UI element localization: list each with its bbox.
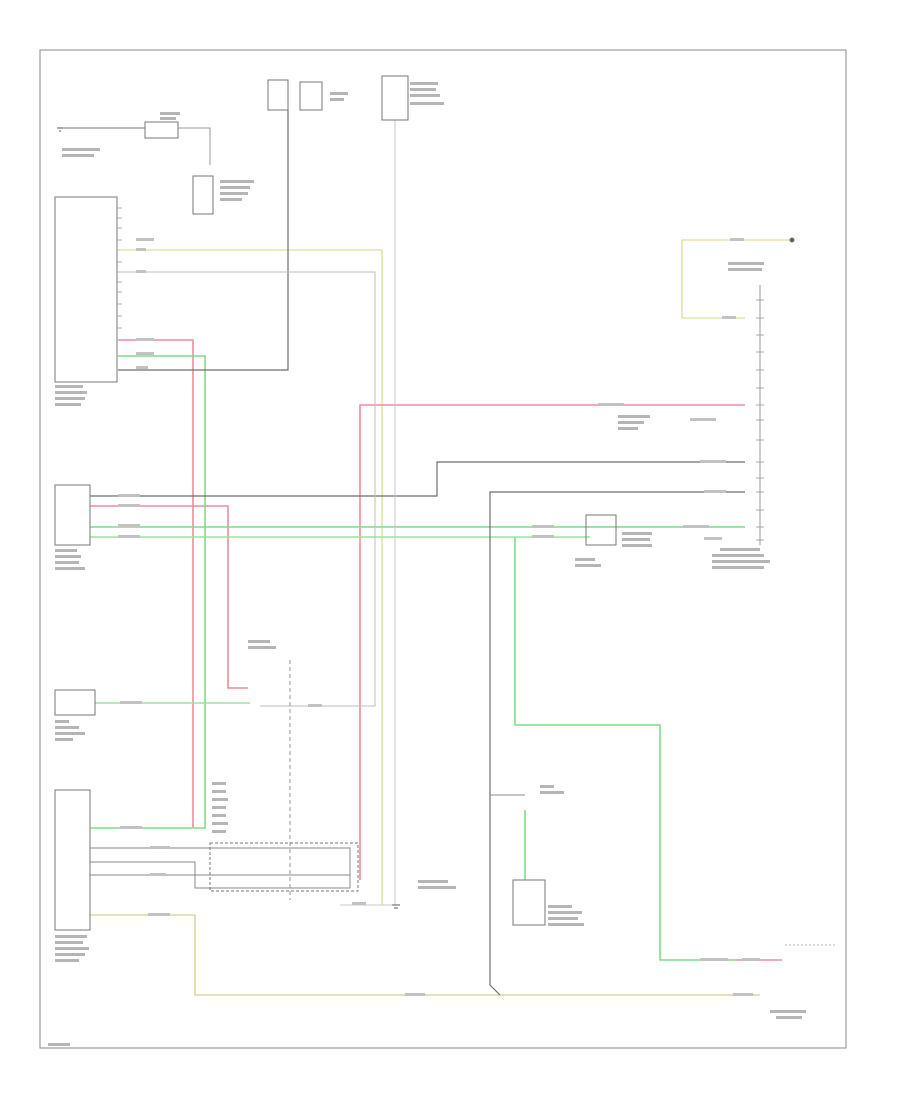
dlc-box [585,514,617,546]
wire-black-pnp-top [90,461,745,497]
tcc-switch-box [192,175,214,215]
diagram-frame [39,49,847,1049]
wire-black-ecm-mid [90,847,351,889]
wire-gray-tcc [178,127,211,165]
cruise-module-box [209,842,359,892]
wire-black-right-mid [489,491,745,996]
wire-gray-ecm-top2 [118,271,376,707]
wire-yellow-right-loop [681,239,790,319]
ground-icon [392,904,400,909]
wire-green-right [514,537,735,961]
wire-yellow-bottom [194,915,760,996]
wire-pink-top-cross [359,404,745,880]
throttle-sensor-box [381,75,409,121]
wire-pink-ecm-drop [118,339,194,828]
ecm-pin-ticks [117,207,122,329]
wire-yellow-ecm-top [118,249,383,905]
ground-icon [57,127,63,132]
label-marks [48,82,806,1046]
ground-symbols [57,127,400,909]
wire-gray-throttle [340,120,396,906]
ign-fuse-box [267,79,289,111]
brake-fluid-switch-box [512,879,546,926]
fuse-relay-box [299,81,323,111]
vss-box [54,689,96,716]
cluster-pin-ticks [756,299,764,541]
right-terminal [789,237,795,243]
pnp-switch-box [54,484,91,546]
components [54,75,795,931]
tcc-solenoid-box [144,121,179,139]
wire-black-fuse-down [118,110,289,371]
ecm-lower-block [54,789,91,931]
wires [62,110,835,996]
wire-code-marks [118,238,760,996]
wire-pink-pnp [90,505,248,689]
ecm-upper-block [54,196,118,383]
wire-green-ecm-drop [90,355,206,829]
